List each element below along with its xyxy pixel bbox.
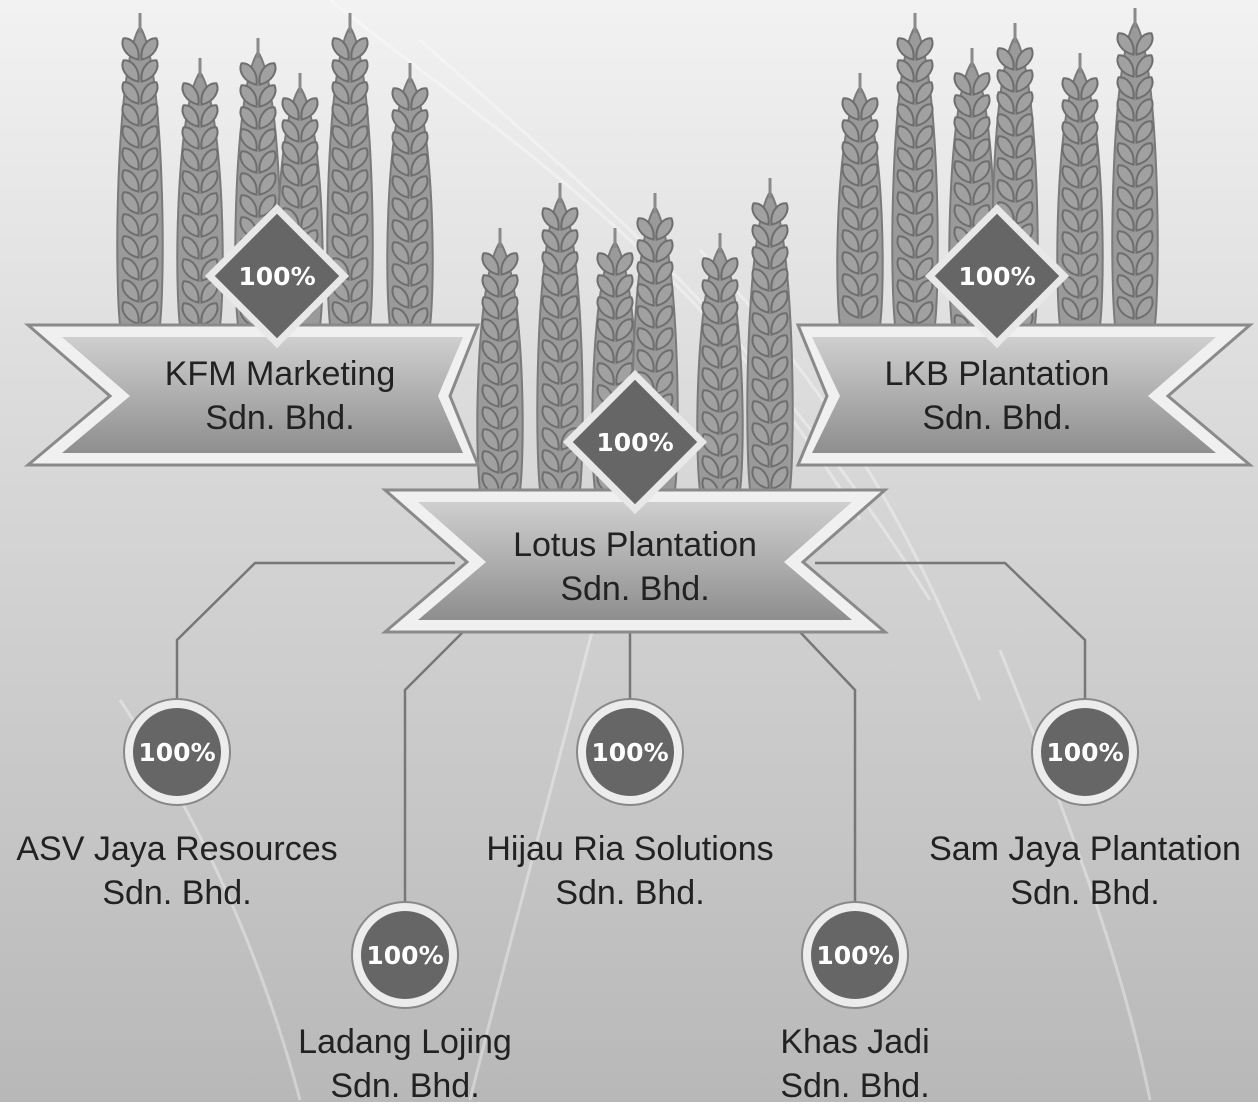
entity-suffix: Sdn. Bhd. <box>555 874 705 912</box>
ownership-lkb: 100% <box>958 262 1035 291</box>
entity-suffix: Sdn. Bhd. <box>560 570 710 608</box>
entity-name: Sam Jaya Plantation <box>929 830 1241 868</box>
entity-name: KFM Marketing <box>164 355 396 393</box>
wheat-stalk <box>116 13 164 336</box>
entity-name: LKB Plantation <box>884 355 1110 393</box>
entity-khas-jadi: Khas Jadi Sdn. Bhd. <box>705 1020 1005 1108</box>
ownership-sam: 100% <box>1046 738 1123 767</box>
connector-line <box>815 561 1087 700</box>
ribbon-fill <box>418 502 852 620</box>
entity-name: Hijau Ria Solutions <box>486 830 774 868</box>
entity-hijau-ria-solutions: Hijau Ria Solutions Sdn. Bhd. <box>460 827 800 915</box>
ownership-asv: 100% <box>138 738 215 767</box>
entity-suffix: Sdn. Bhd. <box>330 1067 480 1105</box>
diamond-badge-lotus: 100% <box>562 369 708 515</box>
entity-suffix: Sdn. Bhd. <box>1010 874 1160 912</box>
entity-suffix: Sdn. Bhd. <box>922 399 1072 437</box>
entity-name: Ladang Lojing <box>298 1023 512 1061</box>
connector-line <box>799 631 857 903</box>
entity-sam-jaya-plantation: Sam Jaya Plantation Sdn. Bhd. <box>912 827 1258 915</box>
ownership-ladang: 100% <box>366 941 443 970</box>
entity-name: ASV Jaya Resources <box>16 830 338 868</box>
ownership-kfm: 100% <box>238 262 315 291</box>
ribbon-fill <box>62 337 463 453</box>
entity-name: Khas Jadi <box>780 1023 930 1061</box>
ownership-lotus: 100% <box>596 428 673 457</box>
ownership-badges: 100% 100% 100% 100% 100% 100% <box>123 203 1139 1009</box>
entity-suffix: Sdn. Bhd. <box>102 874 252 912</box>
entity-ladang-lojing: Ladang Lojing Sdn. Bhd. <box>255 1020 555 1108</box>
diamond-badge-kfm: 100% <box>204 203 350 349</box>
entity-name: Lotus Plantation <box>513 526 757 564</box>
circle-badge-hijau: 100% <box>576 698 684 806</box>
entity-suffix: Sdn. Bhd. <box>205 399 355 437</box>
wheat-stalk <box>891 13 939 336</box>
circle-badge-sam: 100% <box>1031 698 1139 806</box>
circle-badge-asv: 100% <box>123 698 231 806</box>
connector-line <box>403 631 464 903</box>
connector-line <box>175 561 455 700</box>
ribbons <box>23 323 1255 634</box>
ribbon-fill <box>812 337 1216 453</box>
entity-asv-jaya-resources: ASV Jaya Resources Sdn. Bhd. <box>2 827 352 915</box>
circle-badge-ladang: 100% <box>351 901 459 1009</box>
entity-suffix: Sdn. Bhd. <box>780 1067 930 1105</box>
wheat-stalk <box>1111 8 1159 336</box>
entity-lkb-plantation: LKB Plantation Sdn. Bhd. <box>857 352 1137 440</box>
circle-badge-khas: 100% <box>801 901 909 1009</box>
connector-lines <box>175 561 1087 903</box>
entity-lotus-plantation: Lotus Plantation Sdn. Bhd. <box>485 523 785 611</box>
wheat-stalk <box>746 178 794 501</box>
entity-kfm-marketing: KFM Marketing Sdn. Bhd. <box>140 352 420 440</box>
ownership-hijau: 100% <box>591 738 668 767</box>
ownership-khas: 100% <box>816 941 893 970</box>
